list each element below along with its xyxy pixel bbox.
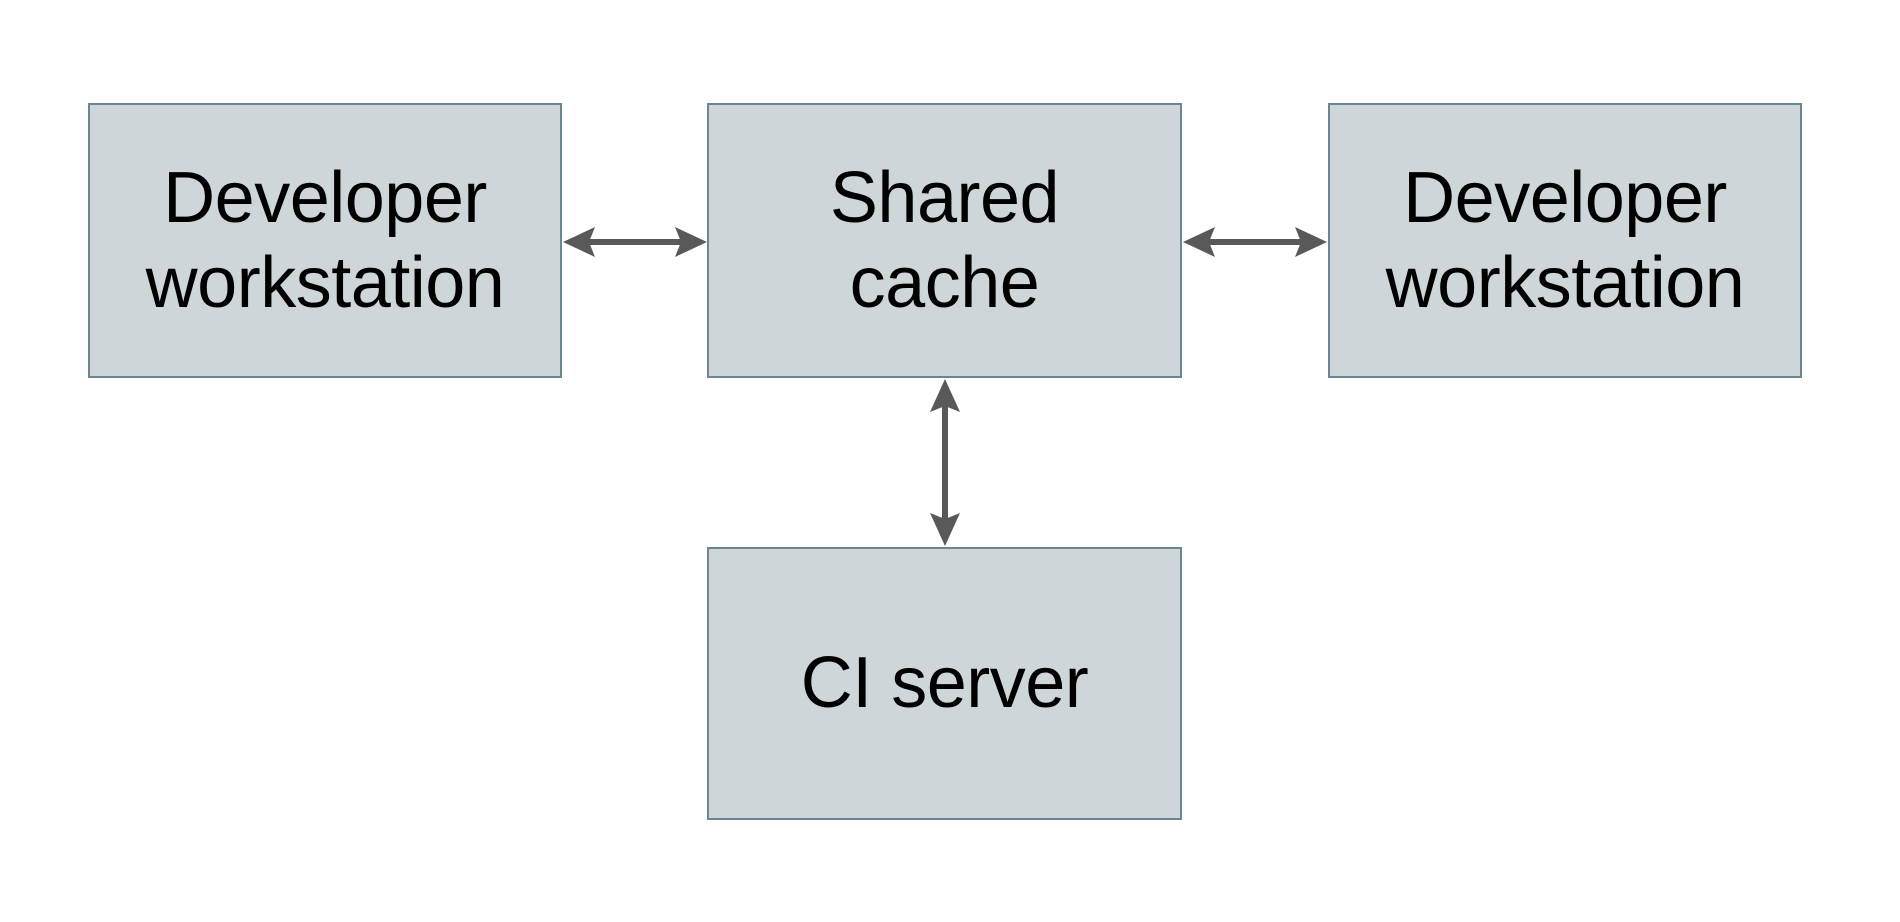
node-label-shared-cache: Shared cache <box>829 158 1060 323</box>
node-developer-workstation-left[interactable]: Developer workstation <box>88 103 562 378</box>
edge-left-workstation-to-shared-cache <box>563 227 707 257</box>
double-arrow-icon <box>930 379 960 546</box>
double-arrow-icon <box>1183 227 1327 257</box>
edge-shared-cache-to-right-workstation <box>1183 227 1327 257</box>
edge-shared-cache-to-ci-server <box>930 379 960 546</box>
double-arrow-icon <box>563 227 707 257</box>
node-developer-workstation-right[interactable]: Developer workstation <box>1328 103 1802 378</box>
node-label-developer-workstation-left: Developer workstation <box>145 158 505 323</box>
node-ci-server[interactable]: CI server <box>707 547 1182 820</box>
node-label-developer-workstation-right: Developer workstation <box>1385 158 1745 323</box>
node-label-ci-server: CI server <box>800 643 1089 724</box>
node-shared-cache[interactable]: Shared cache <box>707 103 1182 378</box>
